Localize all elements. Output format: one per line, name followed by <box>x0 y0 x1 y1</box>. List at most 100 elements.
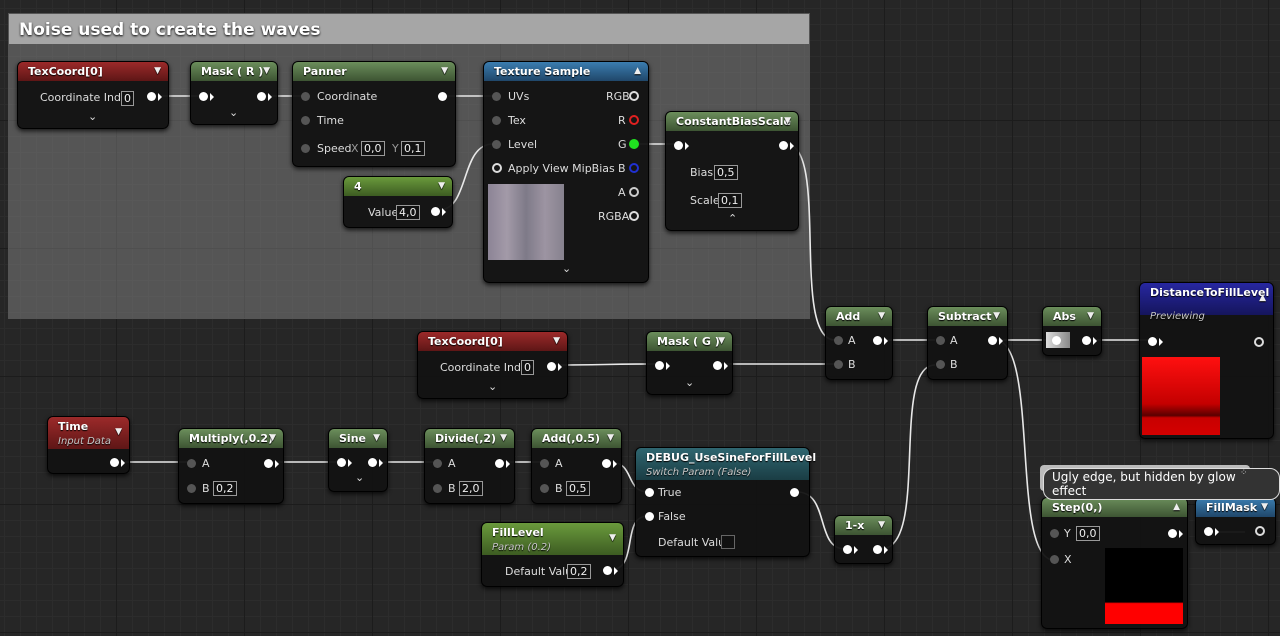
output-pin[interactable] <box>713 361 722 370</box>
coordinate-index-field[interactable]: 0 <box>521 360 534 375</box>
chevron-down-icon[interactable]: ▼ <box>784 116 791 126</box>
node-header[interactable]: Divide(,2)▼ <box>425 429 514 448</box>
node-header[interactable]: Mask ( R )▼ <box>191 62 277 81</box>
chevron-down-icon[interactable]: ▼ <box>993 311 1000 321</box>
chevron-down-icon[interactable]: ▼ <box>269 433 276 443</box>
output-pin[interactable] <box>988 336 997 345</box>
bias-field[interactable]: 0,5 <box>714 165 738 180</box>
input-pin[interactable] <box>936 336 945 345</box>
output-pin[interactable] <box>147 92 156 101</box>
coordinate-index-field[interactable]: 0 <box>121 91 134 106</box>
chevron-down-icon[interactable]: ▼ <box>878 311 885 321</box>
input-pin[interactable] <box>301 92 310 101</box>
pin-comment-icon[interactable]: ⁘ <box>1240 468 1248 478</box>
input-pin[interactable] <box>492 163 502 173</box>
node-header[interactable]: Multiply(,0.2)▼ <box>179 429 283 448</box>
input-pin[interactable] <box>1148 337 1157 346</box>
output-pin[interactable] <box>1255 526 1265 536</box>
input-pin[interactable] <box>834 360 843 369</box>
chevron-down-icon[interactable]: ▼ <box>553 336 560 346</box>
speed-y-field[interactable]: 0,1 <box>401 141 425 156</box>
input-pin[interactable] <box>1050 529 1059 538</box>
node-one-minus[interactable]: 1-x▼ <box>834 515 893 564</box>
output-pin[interactable] <box>368 458 377 467</box>
comment-title[interactable]: Noise used to create the waves <box>9 14 809 44</box>
chevron-up-icon[interactable]: ▲ <box>634 66 641 76</box>
output-pin[interactable] <box>264 459 273 468</box>
node-header[interactable]: TexCoord[0]▼ <box>418 332 567 351</box>
input-pin[interactable] <box>1052 336 1061 345</box>
value-field[interactable]: 4,0 <box>396 205 420 220</box>
chevron-up-icon[interactable]: ▲ <box>1173 502 1180 512</box>
input-pin[interactable] <box>1204 527 1213 536</box>
output-pin[interactable] <box>1168 529 1177 538</box>
b-value-field[interactable]: 2,0 <box>459 481 483 496</box>
node-header[interactable]: Add(,0.5)▼ <box>532 429 621 448</box>
output-pin[interactable] <box>779 141 788 150</box>
node-header[interactable]: Add▼ <box>826 307 892 326</box>
output-pin[interactable] <box>1082 336 1091 345</box>
node-texcoord-bottom[interactable]: TexCoord[0]▼ Coordinate Index 0 ⌄ <box>417 331 568 399</box>
input-pin[interactable] <box>492 116 501 125</box>
input-pin[interactable] <box>834 336 843 345</box>
b-value-field[interactable]: 0,5 <box>566 481 590 496</box>
node-header[interactable]: Subtract▼ <box>928 307 1007 326</box>
chevron-down-icon[interactable]: ▼ <box>441 66 448 76</box>
output-pin[interactable] <box>629 163 639 173</box>
output-pin[interactable] <box>629 211 639 221</box>
node-header[interactable]: Panner▼ <box>293 62 455 81</box>
input-pin[interactable] <box>199 92 208 101</box>
node-header[interactable]: FillMask▼ <box>1196 498 1275 517</box>
node-texture-sample[interactable]: Texture Sample▲ UVs Tex Level Apply View… <box>483 61 649 283</box>
comment-bubble[interactable]: Ugly edge, but hidden by glow effect <box>1043 468 1280 500</box>
node-header[interactable]: 1-x▼ <box>835 516 892 535</box>
speed-x-field[interactable]: 0,0 <box>361 141 385 156</box>
node-mask-r[interactable]: Mask ( R )▼ ⌄ <box>190 61 278 125</box>
output-pin[interactable] <box>547 362 556 371</box>
node-header[interactable]: TexCoord[0]▼ <box>18 62 168 81</box>
node-header[interactable]: Texture Sample▲ <box>484 62 648 81</box>
scale-field[interactable]: 0,1 <box>718 193 742 208</box>
input-pin[interactable] <box>540 484 549 493</box>
output-pin[interactable] <box>629 139 639 149</box>
input-pin[interactable] <box>433 484 442 493</box>
input-pin[interactable] <box>301 116 310 125</box>
chevron-down-icon[interactable]: ▼ <box>1087 311 1094 321</box>
input-pin[interactable] <box>843 545 852 554</box>
chevron-down-icon[interactable]: ▼ <box>373 433 380 443</box>
input-pin[interactable] <box>187 484 196 493</box>
input-pin[interactable] <box>655 361 664 370</box>
chevron-down-icon[interactable]: ▼ <box>500 433 507 443</box>
node-mask-g[interactable]: Mask ( G )▼ ⌄ <box>646 331 733 395</box>
node-multiply[interactable]: Multiply(,0.2)▼ A B 0,2 <box>178 428 284 504</box>
output-pin[interactable] <box>873 336 882 345</box>
chevron-down-icon[interactable]: ▼ <box>115 427 122 437</box>
node-step[interactable]: Step(0,)▲ Y 0,0 X <box>1041 497 1188 629</box>
node-header[interactable]: ConstantBiasScale▼ <box>666 112 798 131</box>
node-header[interactable]: Abs▼ <box>1043 307 1101 326</box>
chevron-down-icon[interactable]: ⌄ <box>88 110 98 123</box>
default-value-checkbox[interactable] <box>721 535 735 549</box>
output-pin[interactable] <box>438 92 447 101</box>
node-constant-4[interactable]: 4▼ Value 4,0 <box>343 176 453 228</box>
output-pin[interactable] <box>110 458 119 467</box>
input-pin[interactable] <box>645 512 654 521</box>
b-value-field[interactable]: 0,2 <box>213 481 237 496</box>
chevron-down-icon[interactable]: ▼ <box>878 520 885 530</box>
node-subtract[interactable]: Subtract▼ A B <box>927 306 1008 380</box>
node-header[interactable]: Step(0,)▲ <box>1042 498 1187 517</box>
node-sine[interactable]: Sine▼ ⌄ <box>328 428 388 492</box>
output-pin[interactable] <box>602 459 611 468</box>
node-add-half[interactable]: Add(,0.5)▼ A B 0,5 <box>531 428 622 504</box>
input-pin[interactable] <box>187 459 196 468</box>
output-pin[interactable] <box>1254 337 1264 347</box>
output-pin[interactable] <box>629 115 639 125</box>
chevron-down-icon[interactable]: ▼ <box>1261 502 1268 512</box>
output-pin[interactable] <box>431 207 440 216</box>
